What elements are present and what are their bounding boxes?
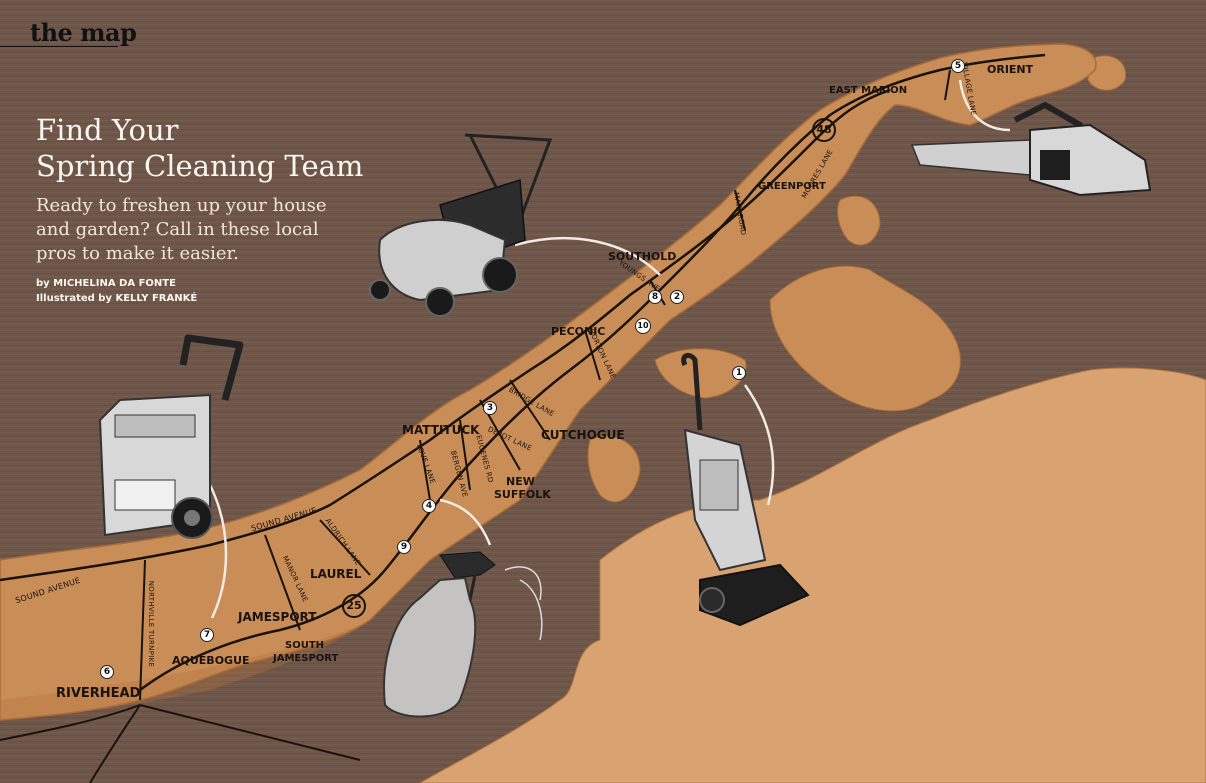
page-title-line-2: Spring Cleaning Team bbox=[36, 149, 364, 183]
place-greenport: GREENPORT bbox=[758, 181, 826, 192]
place-new-suffolk-line-1: NEW bbox=[506, 475, 535, 488]
south-fork-landmass bbox=[418, 367, 1206, 783]
arrow-vacuum-to-1 bbox=[743, 384, 775, 506]
location-marker-1[interactable]: 1 bbox=[732, 366, 746, 380]
place-east-marion: EAST MARION bbox=[829, 85, 908, 96]
riverhead-roads bbox=[0, 704, 361, 783]
place-southold: SOUTHOLD bbox=[608, 250, 677, 263]
crossroad-10 bbox=[734, 189, 746, 231]
location-marker-3[interactable]: 3 bbox=[483, 401, 497, 415]
place-cutchogue: CUTCHOGUE bbox=[541, 428, 625, 442]
location-marker-7[interactable]: 7 bbox=[200, 628, 214, 642]
crossroad-7 bbox=[509, 379, 551, 441]
chainsaw-icon bbox=[910, 102, 1152, 197]
page-title-line-1: Find Your bbox=[36, 113, 179, 147]
vacuum-icon bbox=[681, 352, 810, 627]
location-marker-2[interactable]: 2 bbox=[670, 290, 684, 304]
place-jamesport: JAMESPORT bbox=[238, 610, 317, 624]
spray-bottle-icon bbox=[383, 551, 543, 718]
section-label: the map bbox=[30, 18, 137, 47]
robins-island-landmass bbox=[654, 348, 747, 399]
arrow-washer-to-7 bbox=[208, 484, 228, 619]
gardiners-landmass bbox=[837, 195, 881, 246]
title-block: Find Your Spring Cleaning Team Ready to … bbox=[36, 112, 376, 306]
location-marker-6[interactable]: 6 bbox=[100, 665, 114, 679]
place-mattituck: MATTITUCK bbox=[402, 423, 480, 437]
nassau-point-landmass bbox=[587, 435, 641, 503]
crossroad-5 bbox=[459, 419, 471, 491]
peninsula-shadow bbox=[0, 620, 370, 720]
place-new-suffolk-line-2: SUFFOLK bbox=[494, 488, 551, 501]
place-south-jamesport-line-2: JAMESPORT bbox=[273, 653, 339, 664]
place-aquebogue: AQUEBOGUE bbox=[172, 654, 250, 667]
crossroad-8 bbox=[584, 329, 601, 381]
pressure-washer-icon bbox=[98, 334, 244, 539]
arrow-chainsaw-to-5 bbox=[958, 79, 1011, 132]
route-48-road bbox=[0, 88, 891, 582]
location-marker-10[interactable]: 10 bbox=[635, 318, 651, 334]
route-25-road bbox=[139, 53, 1046, 692]
crossroad-4 bbox=[419, 439, 431, 501]
lawn-mower-icon bbox=[369, 133, 553, 317]
crossroad-3 bbox=[319, 519, 371, 576]
place-laurel: LAUREL bbox=[310, 567, 362, 581]
plum-island-landmass bbox=[1087, 55, 1127, 91]
location-marker-9[interactable]: 9 bbox=[397, 540, 411, 554]
crossroad-11 bbox=[944, 69, 951, 101]
location-marker-8[interactable]: 8 bbox=[648, 290, 662, 304]
illustrator-credit: Illustrated by KELLY FRANKÉ bbox=[36, 293, 198, 304]
place-riverhead: RIVERHEAD bbox=[56, 686, 141, 701]
north-fork-landmass bbox=[0, 43, 1097, 721]
page-subtitle: Ready to freshen up your house and garde… bbox=[36, 195, 327, 264]
route-48-shield: 48 bbox=[812, 118, 836, 142]
place-south-jamesport-line-1: SOUTH bbox=[285, 640, 325, 651]
crossroad-1 bbox=[139, 559, 146, 701]
arrow-spray-to-4 bbox=[439, 498, 492, 546]
place-orient: ORIENT bbox=[987, 63, 1034, 76]
byline: by MICHELINA DA FONTE bbox=[36, 278, 176, 289]
place-peconic: PECONIC bbox=[551, 325, 606, 338]
location-marker-4[interactable]: 4 bbox=[422, 499, 436, 513]
arrow-mower-to-2 bbox=[514, 237, 661, 276]
crossroad-2 bbox=[264, 534, 301, 631]
location-marker-5[interactable]: 5 bbox=[951, 59, 965, 73]
shelter-island-landmass bbox=[769, 265, 961, 412]
route-25-shield: 25 bbox=[342, 594, 366, 618]
section-rule bbox=[0, 46, 118, 47]
road-northville-turnpike: NORTHVILLE TURNPIKE bbox=[147, 580, 156, 668]
